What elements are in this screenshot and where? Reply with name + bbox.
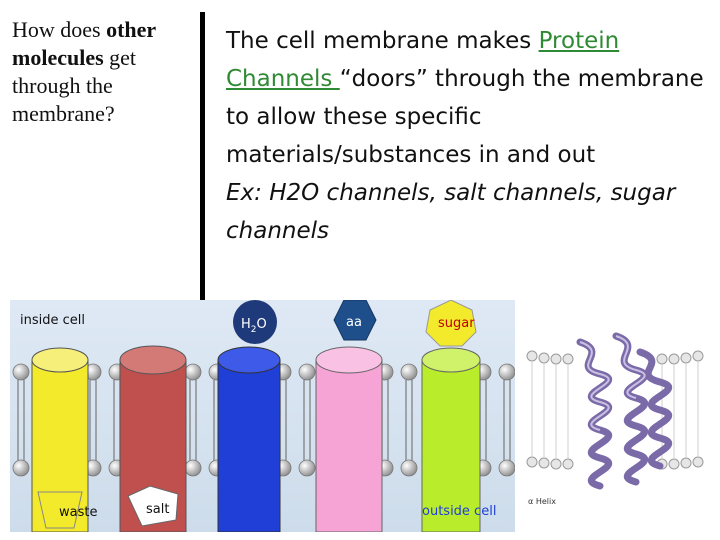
svg-text:salt: salt bbox=[146, 502, 169, 517]
vertical-divider bbox=[200, 12, 205, 302]
waste-molecule: waste bbox=[37, 491, 97, 529]
helix-lipid-bilayer bbox=[526, 350, 704, 470]
protein-channel-green bbox=[421, 347, 481, 532]
svg-text:H2O: H2O bbox=[241, 317, 267, 335]
svg-text:sugar: sugar bbox=[438, 316, 475, 331]
membrane-diagram-svg: inside cell H2O aa sugar waste salt outs… bbox=[10, 300, 515, 532]
helix-caption: α Helix bbox=[528, 497, 556, 506]
alpha-helix-svg: α Helix bbox=[520, 312, 710, 532]
salt-molecule: salt bbox=[127, 485, 179, 527]
alpha-helix-illustration: α Helix bbox=[520, 312, 710, 532]
protein-channels-term: Protein Channels bbox=[226, 28, 620, 92]
helix-highlights bbox=[579, 335, 646, 431]
svg-text:waste: waste bbox=[59, 505, 97, 520]
svg-text:aa: aa bbox=[346, 315, 362, 330]
question-prefix: How does bbox=[12, 17, 107, 42]
sugar-molecule: sugar bbox=[425, 300, 477, 347]
protein-channel-blue bbox=[217, 346, 281, 532]
answer-text: The cell membrane makes Protein Channels… bbox=[226, 22, 716, 250]
question-suffix: get through the membrane? bbox=[12, 45, 137, 126]
protein-channel-pink bbox=[315, 346, 383, 532]
answer-suffix: “doors” through the membrane to allow th… bbox=[226, 66, 704, 168]
answer-prefix: The cell membrane makes bbox=[226, 28, 539, 54]
outside-cell-label: outside cell bbox=[422, 504, 496, 519]
inside-cell-label: inside cell bbox=[20, 313, 85, 328]
answer-example: Ex: H2O channels, salt channels, sugar c… bbox=[226, 180, 676, 244]
water-molecule: H2O bbox=[233, 300, 277, 344]
amino-acid-molecule: aa bbox=[333, 300, 377, 341]
question-bold-term: other molecules bbox=[12, 17, 156, 70]
membrane-channel-diagram: inside cell H2O aa sugar waste salt outs… bbox=[10, 300, 515, 532]
question-text: How does other molecules get through the… bbox=[12, 16, 208, 128]
